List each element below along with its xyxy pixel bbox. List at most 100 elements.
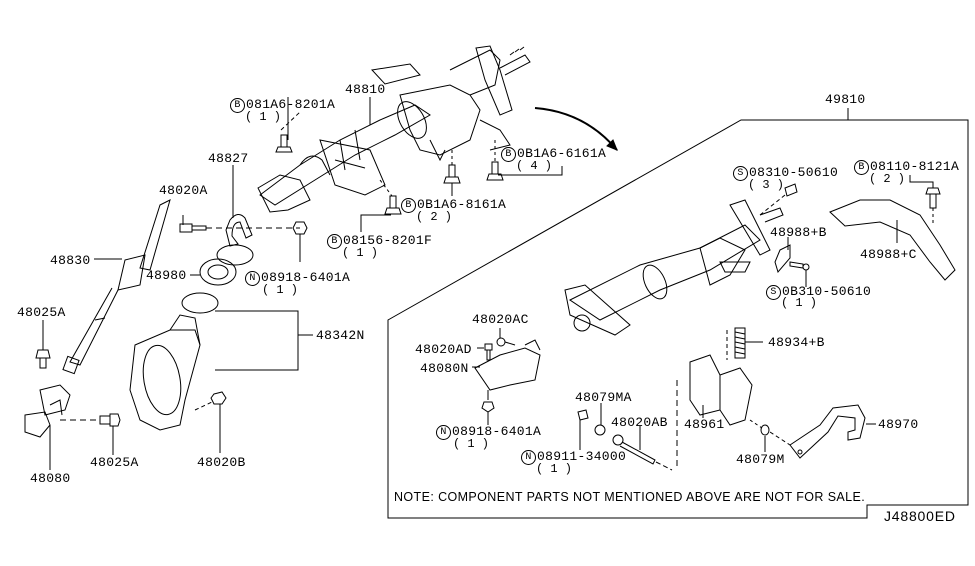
curved-arrow-icon — [534, 107, 618, 151]
part-number: 08310-50610 — [749, 165, 839, 180]
nut-prefix-icon: N — [521, 450, 536, 465]
part-number: 0B310-50610 — [782, 284, 872, 299]
bolt-icon — [99, 413, 121, 427]
qty-label: ( 1 ) — [536, 462, 573, 476]
qty-label: ( 4 ) — [516, 159, 553, 173]
part-label-48020a[interactable]: 48020A — [159, 183, 208, 198]
lever-48970 — [789, 404, 866, 459]
part-number: 0B1A6-8161A — [417, 197, 507, 212]
part-label-48079ma[interactable]: 48079MA — [575, 390, 632, 405]
bolt-icon — [179, 223, 207, 233]
qty-label: ( 3 ) — [748, 178, 785, 192]
part-label-48025a-top[interactable]: 48025A — [17, 305, 66, 320]
lower-shaft-48830 — [62, 199, 171, 375]
leader-line — [909, 175, 934, 188]
bolt-icon — [484, 343, 493, 361]
u-joint-48080 — [24, 384, 71, 438]
screw-prefix-icon: S — [766, 285, 781, 300]
leader-line — [379, 179, 393, 197]
part-label-48079m[interactable]: 48079M — [736, 452, 785, 467]
leader-line — [215, 310, 299, 371]
part-label-48342n[interactable]: 48342N — [316, 328, 365, 343]
qty-label: ( 1 ) — [453, 437, 490, 451]
part-label-48970[interactable]: 48970 — [878, 417, 919, 432]
leader-line — [655, 461, 673, 471]
diagram-code: J48800ED — [884, 508, 956, 524]
seal-outline — [216, 244, 254, 266]
bolt-icon — [496, 337, 516, 347]
nut-icon — [292, 221, 308, 235]
clamp-48827 — [225, 214, 253, 247]
bolt-icon — [784, 183, 798, 197]
qty-label: ( 2 ) — [869, 172, 906, 186]
part-label-48080[interactable]: 48080 — [30, 471, 71, 486]
washer-icon — [594, 424, 606, 436]
bracket-48988c — [829, 199, 956, 281]
bolt-prefix-icon: B — [501, 147, 516, 162]
washer-icon — [760, 424, 770, 436]
spring-48934b — [734, 327, 746, 359]
part-label-48980[interactable]: 48980 — [146, 268, 187, 283]
part-number: 08918-6401A — [261, 270, 351, 285]
screw-prefix-icon: S — [733, 166, 748, 181]
part-number: 08918-6401A — [452, 424, 542, 439]
part-label-48020ad[interactable]: 48020AD — [415, 342, 472, 357]
nut-prefix-icon: N — [245, 271, 260, 286]
part-label-48025a-bottom[interactable]: 48025A — [90, 455, 139, 470]
sale-note: NOTE: COMPONENT PARTS NOT MENTIONED ABOV… — [394, 490, 866, 504]
part-number: 08156-8201F — [343, 233, 433, 248]
part-label-48020ab[interactable]: 48020AB — [611, 415, 668, 430]
bolt-icon — [925, 187, 941, 209]
bolt-icon — [35, 349, 51, 369]
assembly-box-outline — [387, 119, 969, 519]
assembly-label-49810[interactable]: 49810 — [825, 92, 866, 107]
bolt-icon — [486, 161, 504, 181]
part-label-48988c[interactable]: 48988+C — [860, 247, 917, 262]
bolt-icon — [275, 134, 293, 153]
bolt-prefix-icon: B — [854, 160, 869, 175]
part-label-48020b[interactable]: 48020B — [197, 455, 246, 470]
leader-line — [194, 401, 213, 411]
nut-icon — [210, 391, 227, 405]
part-label-48810[interactable]: 48810 — [345, 82, 386, 97]
part-label-48961[interactable]: 48961 — [684, 417, 725, 432]
leader-line — [360, 214, 391, 232]
qty-label: ( 1 ) — [262, 283, 299, 297]
nut-icon — [577, 409, 589, 421]
leader-line — [769, 431, 791, 446]
part-label-48020ac[interactable]: 48020AC — [472, 312, 529, 327]
nut-icon — [481, 401, 495, 413]
qty-label: ( 1 ) — [781, 296, 818, 310]
steering-column-lower — [564, 199, 784, 336]
part-number: 0B1A6-6161A — [517, 146, 607, 161]
part-number: 08911-34000 — [537, 449, 627, 464]
part-number: 081A6-8201A — [246, 97, 336, 112]
bolt-icon — [789, 261, 810, 271]
boot-48342n — [129, 292, 219, 431]
leader-line — [498, 166, 563, 176]
part-label-48080n[interactable]: 48080N — [420, 361, 469, 376]
bolt-icon — [443, 164, 461, 184]
part-label-48934b[interactable]: 48934+B — [768, 335, 825, 350]
leader-line — [280, 111, 301, 131]
part-label-48830[interactable]: 48830 — [50, 253, 91, 268]
part-label-48988b[interactable]: 48988+B — [770, 225, 827, 240]
bolt-prefix-icon: B — [230, 98, 245, 113]
qty-label: ( 2 ) — [416, 210, 453, 224]
bracket-48961 — [689, 354, 753, 426]
leader-line — [759, 194, 786, 216]
part-label-48827[interactable]: 48827 — [208, 151, 249, 166]
bolt-icon — [384, 195, 402, 215]
nut-prefix-icon: N — [436, 425, 451, 440]
